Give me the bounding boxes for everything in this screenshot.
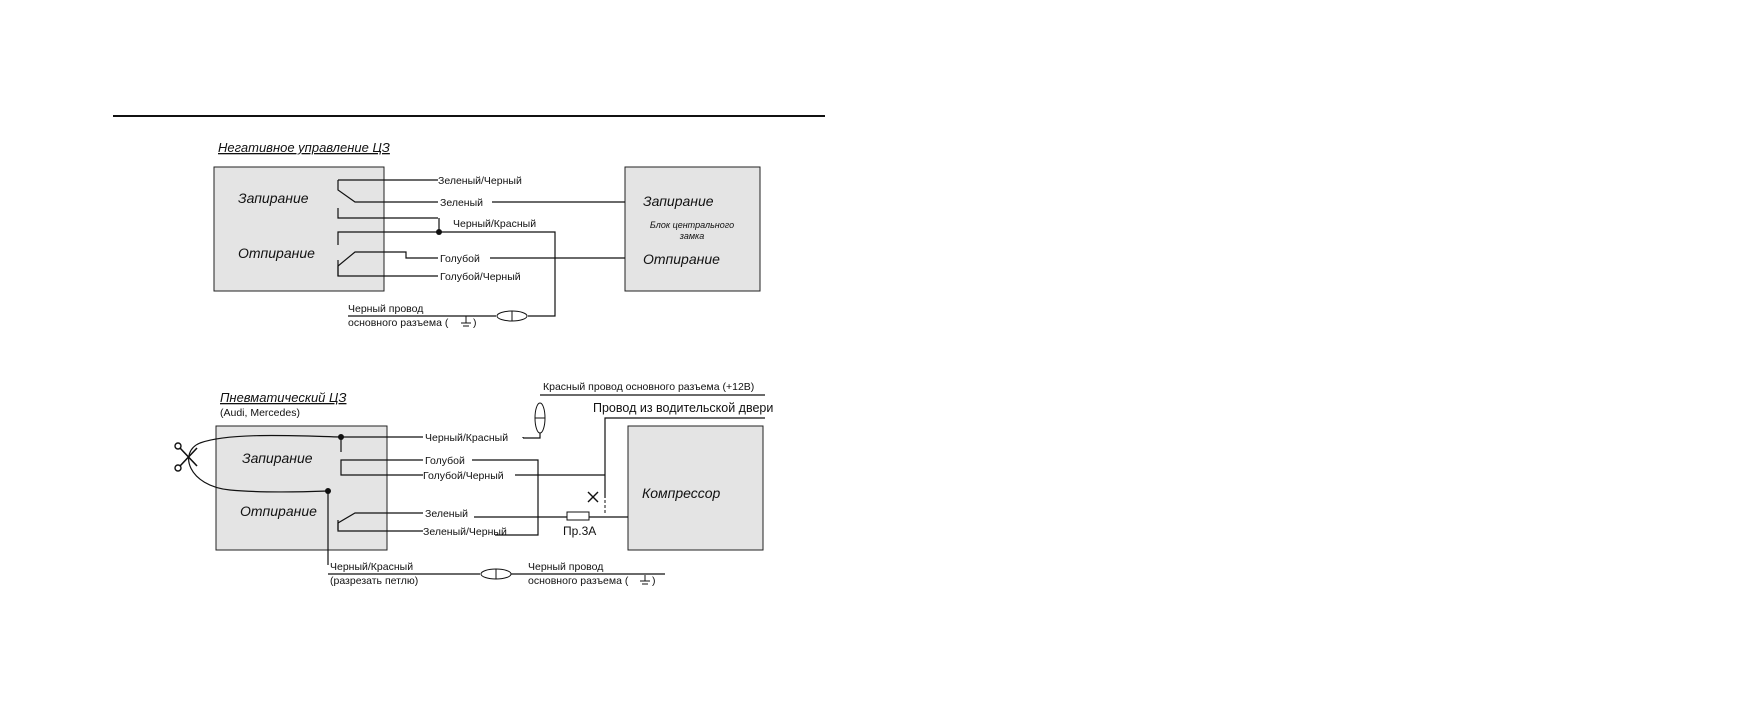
label2-blue: Голубой [425,455,465,467]
wire-lock-common [337,208,438,219]
central-lock-lock-label: Запирание [643,193,714,209]
wire-blue-black-2 [340,466,423,476]
label2-blue-black: Голубой/Черный [423,470,504,482]
wire-red-to-relay [523,433,541,439]
diagram-pneumatic: Пневматический ЦЗ (Audi, Mercedes) Красн… [174,381,773,587]
wire-driver-door [604,417,765,498]
alarm-lock-label: Запирание [238,190,309,206]
driver-door-note: Провод из водительской двери [593,401,773,415]
central-lock-unit-label-2: замка [679,231,705,241]
diagram1-title: Негативное управление ЦЗ [218,140,390,155]
alarm2-lock-label: Запирание [242,450,313,466]
wire-blue-black [337,260,438,277]
compressor-label: Компрессор [642,485,721,501]
bottom-left-line1: Черный/Красный [330,561,413,573]
ground-note-line2: основного разъема ( [348,317,449,329]
wire-black-red [337,231,556,317]
ground-note-line1: Черный провод [348,303,423,315]
label-blue-black: Голубой/Черный [440,271,521,283]
diagram2-subtitle: (Audi, Mercedes) [220,407,300,419]
cut-mark-icon [587,491,599,503]
alarm2-unlock-label: Отпирание [240,503,317,519]
fuse-label: Пр.3А [563,524,596,538]
label-green: Зеленый [440,197,483,209]
red-wire-note: Красный провод основного разъема (+12В) [543,381,754,393]
central-lock-unit-label-1: Блок центрального [650,220,734,230]
label-black-red: Черный/Красный [453,218,536,230]
label2-black-red: Черный/Красный [425,432,508,444]
ground-icon-2 [640,575,650,585]
bottom-right-close: ) [652,575,656,587]
ground-icon [461,316,471,327]
central-lock-box [624,166,761,292]
compressor-box [627,425,764,551]
bottom-left-line2: (разрезать петлю) [330,575,418,587]
label2-green: Зеленый [425,508,468,520]
diagram-negative-control: Негативное управление ЦЗ Запирание Отпир… [213,140,761,329]
fuse-icon [566,511,590,521]
wire-green [337,180,438,203]
bottom-right-line1: Черный провод [528,561,603,573]
bottom-right-line2: основного разъема ( [528,575,629,587]
scissors-icon [174,442,198,472]
label-blue: Голубой [440,253,480,265]
diagram2-title: Пневматический ЦЗ [220,390,346,405]
wire-blue-loop [472,459,539,536]
wire-blue-2 [340,459,423,466]
wire-loop [188,434,342,493]
ground-note-close: ) [473,317,477,329]
label-green-black: Зеленый/Черный [438,175,522,187]
alarm-unit-box-2 [215,425,388,551]
label2-green-black: Зеленый/Черный [423,526,507,538]
central-lock-unlock-label: Отпирание [643,251,720,267]
alarm-unit-box [213,166,385,292]
alarm-unlock-label: Отпирание [238,245,315,261]
wire-green-black-2 [337,520,423,532]
